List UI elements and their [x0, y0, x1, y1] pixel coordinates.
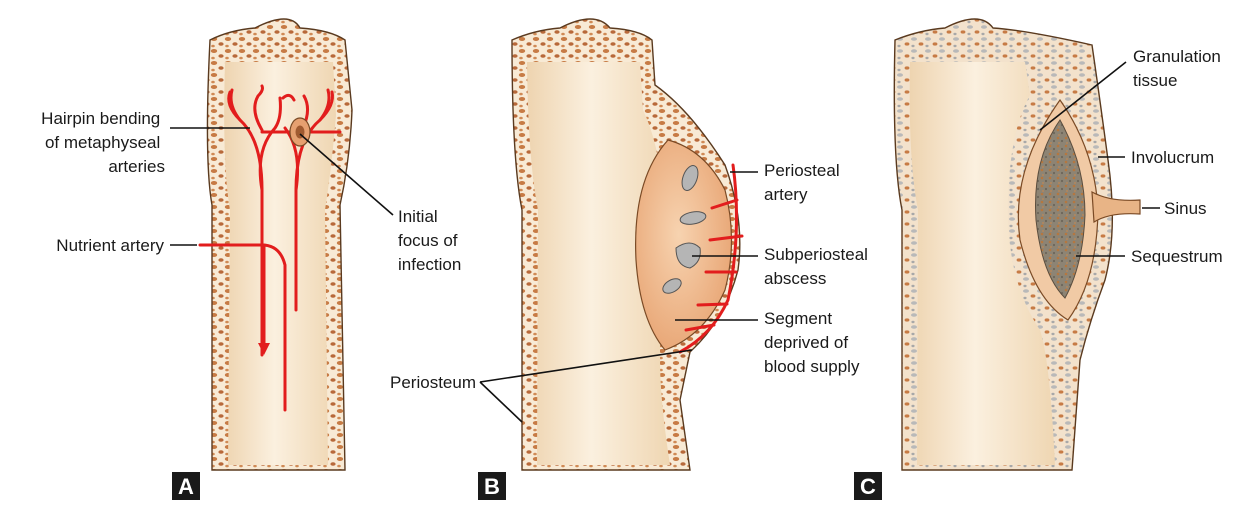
- label-hairpin: Hairpin bending of metaphyseal arteries: [41, 109, 165, 176]
- panel-a: Hairpin bending of metaphyseal arteries …: [41, 19, 462, 500]
- label-nutrient-artery: Nutrient artery: [56, 236, 164, 255]
- panel-tag-b: B: [484, 474, 500, 499]
- label-sinus: Sinus: [1164, 199, 1207, 218]
- panel-b: Periosteal artery Subperiosteal abscess …: [390, 19, 873, 500]
- label-sequestrum: Sequestrum: [1131, 247, 1223, 266]
- panel-tag-a: A: [178, 474, 194, 499]
- label-segment-deprived: Segment deprived of blood supply: [764, 309, 860, 376]
- label-subperiosteal-abscess: Subperiosteal abscess: [764, 245, 873, 288]
- label-initial-focus: Initial focus of infection: [398, 207, 462, 274]
- panel-tag-c: C: [860, 474, 876, 499]
- panel-c: Granulation tissue Involucrum Sinus Sequ…: [854, 19, 1226, 500]
- sinus-tract: [1092, 192, 1140, 222]
- label-periosteum: Periosteum: [390, 373, 476, 392]
- label-granulation-tissue: Granulation tissue: [1133, 47, 1226, 90]
- label-periosteal-artery: Periosteal artery: [764, 161, 844, 204]
- label-involucrum: Involucrum: [1131, 148, 1214, 167]
